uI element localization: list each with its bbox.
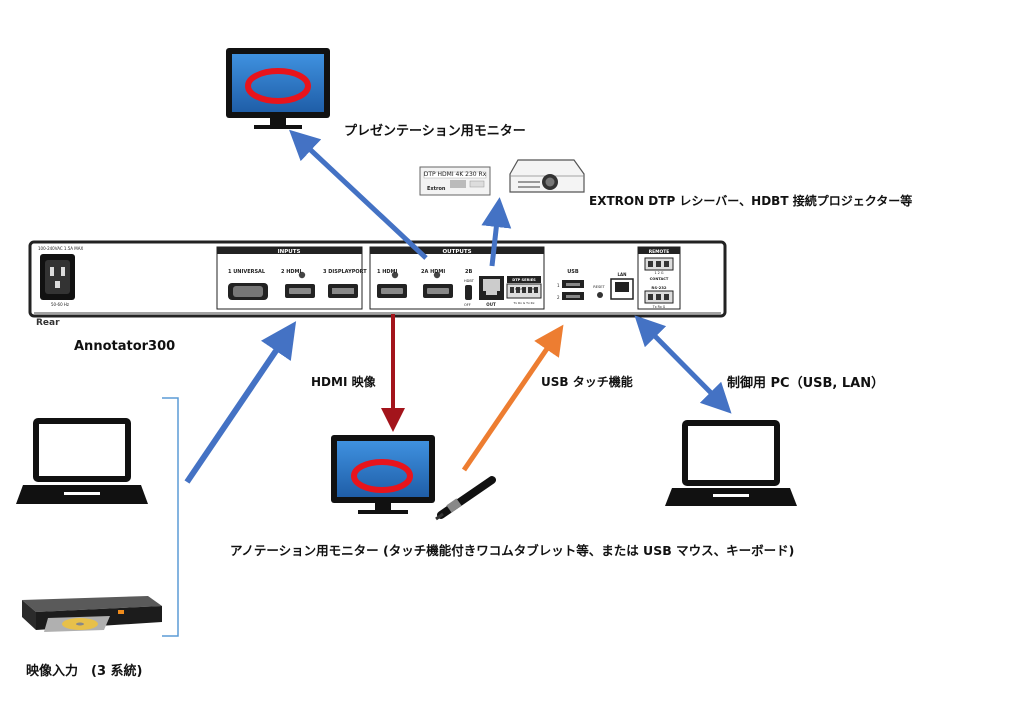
remote-pins-label: 1 2 G	[654, 271, 663, 275]
stylus-pen-icon	[435, 476, 496, 521]
input-port-1-label: 1 UNIVERSAL	[228, 269, 266, 275]
arrow-usb-touch	[461, 324, 564, 472]
dtp-pins-label: Tx Rx G Tx Rx	[512, 301, 534, 305]
arrow-control-pc	[634, 315, 732, 414]
annotation-monitor-icon	[331, 435, 435, 514]
rs232-pins-label: Tx Rx G	[652, 305, 666, 309]
presentation-monitor-icon	[226, 48, 330, 129]
usb-label: USB	[567, 269, 579, 275]
receiver-model-text: DTP HDMI 4K 230 Rx	[424, 171, 487, 178]
lan-label: LAN	[618, 272, 627, 277]
inputs-header: INPUTS	[278, 249, 301, 255]
usb-port-1-label: 1	[557, 283, 560, 288]
source-bracket	[162, 397, 179, 637]
hdbt-switch-label: HDBT	[464, 279, 475, 283]
projector-label: EXTRON DTP レシーバー、HDBT 接続プロジェクター等	[589, 194, 913, 208]
bluray-player-icon	[22, 596, 162, 632]
arrow-to-receiver	[481, 197, 512, 267]
control-pc-label: 制御用 PC（USB, LAN）	[727, 376, 885, 391]
annotator300-rear-panel	[28, 240, 727, 318]
remote-header: REMOTE	[649, 249, 669, 255]
dtp-ir-label: IR	[532, 287, 535, 291]
rs232-label: RS-232	[651, 285, 667, 290]
remote-contact-label: CONTACT	[650, 277, 669, 281]
arrow-to-presentation-monitor	[289, 129, 428, 260]
reset-label: RESET	[593, 285, 605, 289]
output-port-1-label: 1 HDMI	[377, 269, 398, 275]
arrow-video-input	[184, 321, 297, 484]
dtp-rs232-label: RS-232	[515, 287, 526, 291]
presentation-monitor-label: プレゼンテーション用モニター	[344, 124, 526, 139]
off-switch-label: OFF	[464, 303, 471, 307]
rear-label: Rear	[36, 318, 60, 328]
power-spec-bottom: 50-60 Hz	[51, 302, 69, 307]
control-pc-laptop-icon	[665, 420, 797, 506]
hdbt-out-label: OUT	[486, 302, 496, 307]
usb-touch-label: USB タッチ機能	[541, 375, 633, 389]
device-name-label: Annotator300	[74, 339, 176, 354]
power-spec-top: 100-240VAC 1.5A MAX	[38, 246, 83, 251]
annotation-monitor-label: アノテーション用モニター (タッチ機能付きワコムタブレット等、または USB マ…	[230, 543, 795, 558]
input-port-2-label: 2 HDMI	[281, 269, 302, 275]
dtp-series-label: DTP SERIES	[512, 278, 536, 282]
dtp-receiver-icon	[419, 166, 491, 196]
output-port-2b-label: 2B	[465, 269, 472, 275]
hdmi-video-label: HDMI 映像	[311, 375, 376, 389]
usb-port-2-label: 2	[557, 295, 560, 300]
outputs-header: OUTPUTS	[442, 249, 471, 255]
input-port-3-label: 3 DISPLAYPORT	[323, 269, 367, 275]
video-input-label: 映像入力 (3 系統)	[26, 664, 143, 679]
source-laptop-icon	[16, 418, 148, 504]
projector-icon	[509, 159, 585, 193]
output-port-2a-label: 2A HDMI	[421, 269, 445, 275]
receiver-brand-text: Extron	[427, 186, 446, 192]
